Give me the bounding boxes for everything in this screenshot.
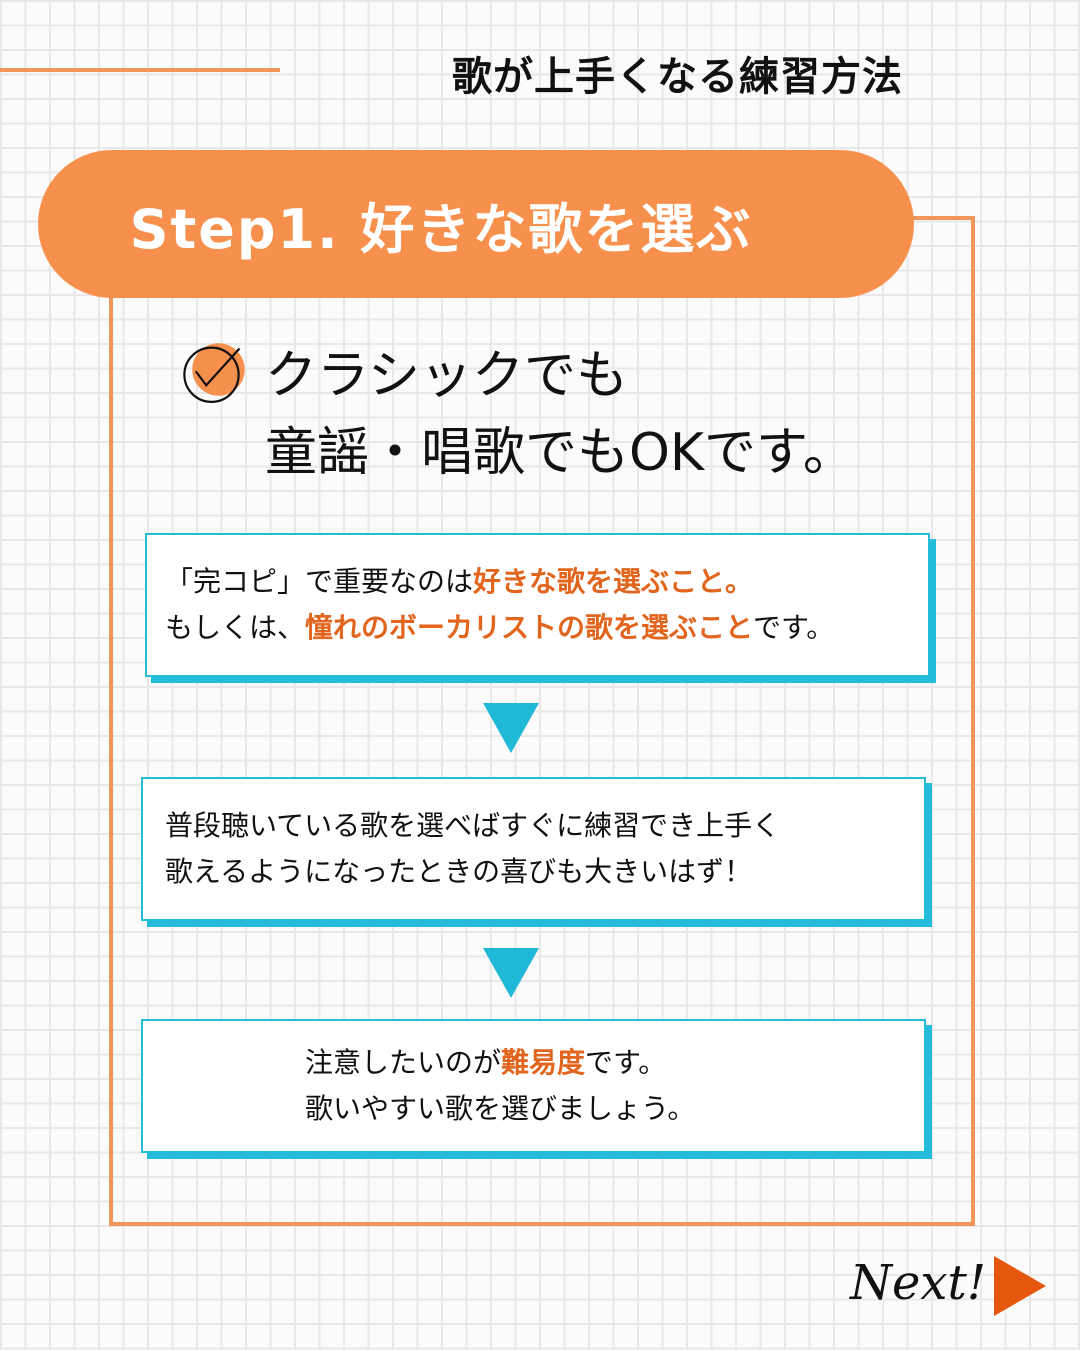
step-label: Step1. 好きな歌を選ぶ: [129, 197, 753, 261]
header-accent-line: [0, 68, 280, 72]
step-badge: Step1. 好きな歌を選ぶ: [38, 150, 914, 298]
box-line: 注意したいのが難易度です。: [305, 1040, 924, 1086]
down-arrow-icon: [483, 948, 539, 998]
info-box-1: 「完コピ」で重要なのは好きな歌を選ぶこと。 もしくは、憧れのボーカリストの歌を選…: [145, 533, 930, 677]
box-text: 注意したいのが: [305, 1046, 502, 1079]
play-arrow-icon[interactable]: [994, 1256, 1046, 1316]
box-text: です。: [753, 611, 835, 644]
box-line: 普段聴いている歌を選べばすぐに練習でき上手く: [165, 803, 924, 849]
down-arrow-icon: [483, 703, 539, 753]
box-text: 歌いやすい歌を選びましょう。: [305, 1092, 696, 1125]
page-title: 歌が上手くなる練習方法: [452, 54, 903, 100]
box-highlight-text: 憧れのボーカリストの歌を選ぶこと: [305, 611, 754, 644]
box-line: 歌いやすい歌を選びましょう。: [305, 1086, 924, 1132]
box-highlight-text: 好きな歌を選ぶこと。: [473, 565, 754, 598]
box-line: もしくは、憧れのボーカリストの歌を選ぶことです。: [165, 605, 928, 651]
box-text: 歌えるようになったときの喜びも大きいはず！: [165, 855, 753, 888]
info-box-3: 注意したいのが難易度です。 歌いやすい歌を選びましょう。: [141, 1019, 926, 1153]
next-button-label[interactable]: Next!: [850, 1255, 987, 1311]
headline: クラシックでも 童謡・唱歌でもOKです。: [265, 338, 855, 492]
box-text: 「完コピ」で重要なのは: [165, 565, 474, 598]
box-text: です。: [585, 1046, 667, 1079]
headline-line-2: 童謡・唱歌でもOKです。: [265, 423, 855, 483]
box-text: 普段聴いている歌を選べばすぐに練習でき上手く: [165, 809, 781, 842]
check-circle-icon: [183, 343, 245, 403]
box-highlight-text: 難易度: [501, 1046, 586, 1079]
box-text: もしくは、: [165, 611, 306, 644]
info-box-2: 普段聴いている歌を選べばすぐに練習でき上手く 歌えるようになったときの喜びも大き…: [141, 777, 926, 921]
box-line: 歌えるようになったときの喜びも大きいはず！: [165, 849, 924, 895]
headline-line-1: クラシックでも: [265, 346, 628, 406]
box-line: 「完コピ」で重要なのは好きな歌を選ぶこと。: [165, 559, 928, 605]
